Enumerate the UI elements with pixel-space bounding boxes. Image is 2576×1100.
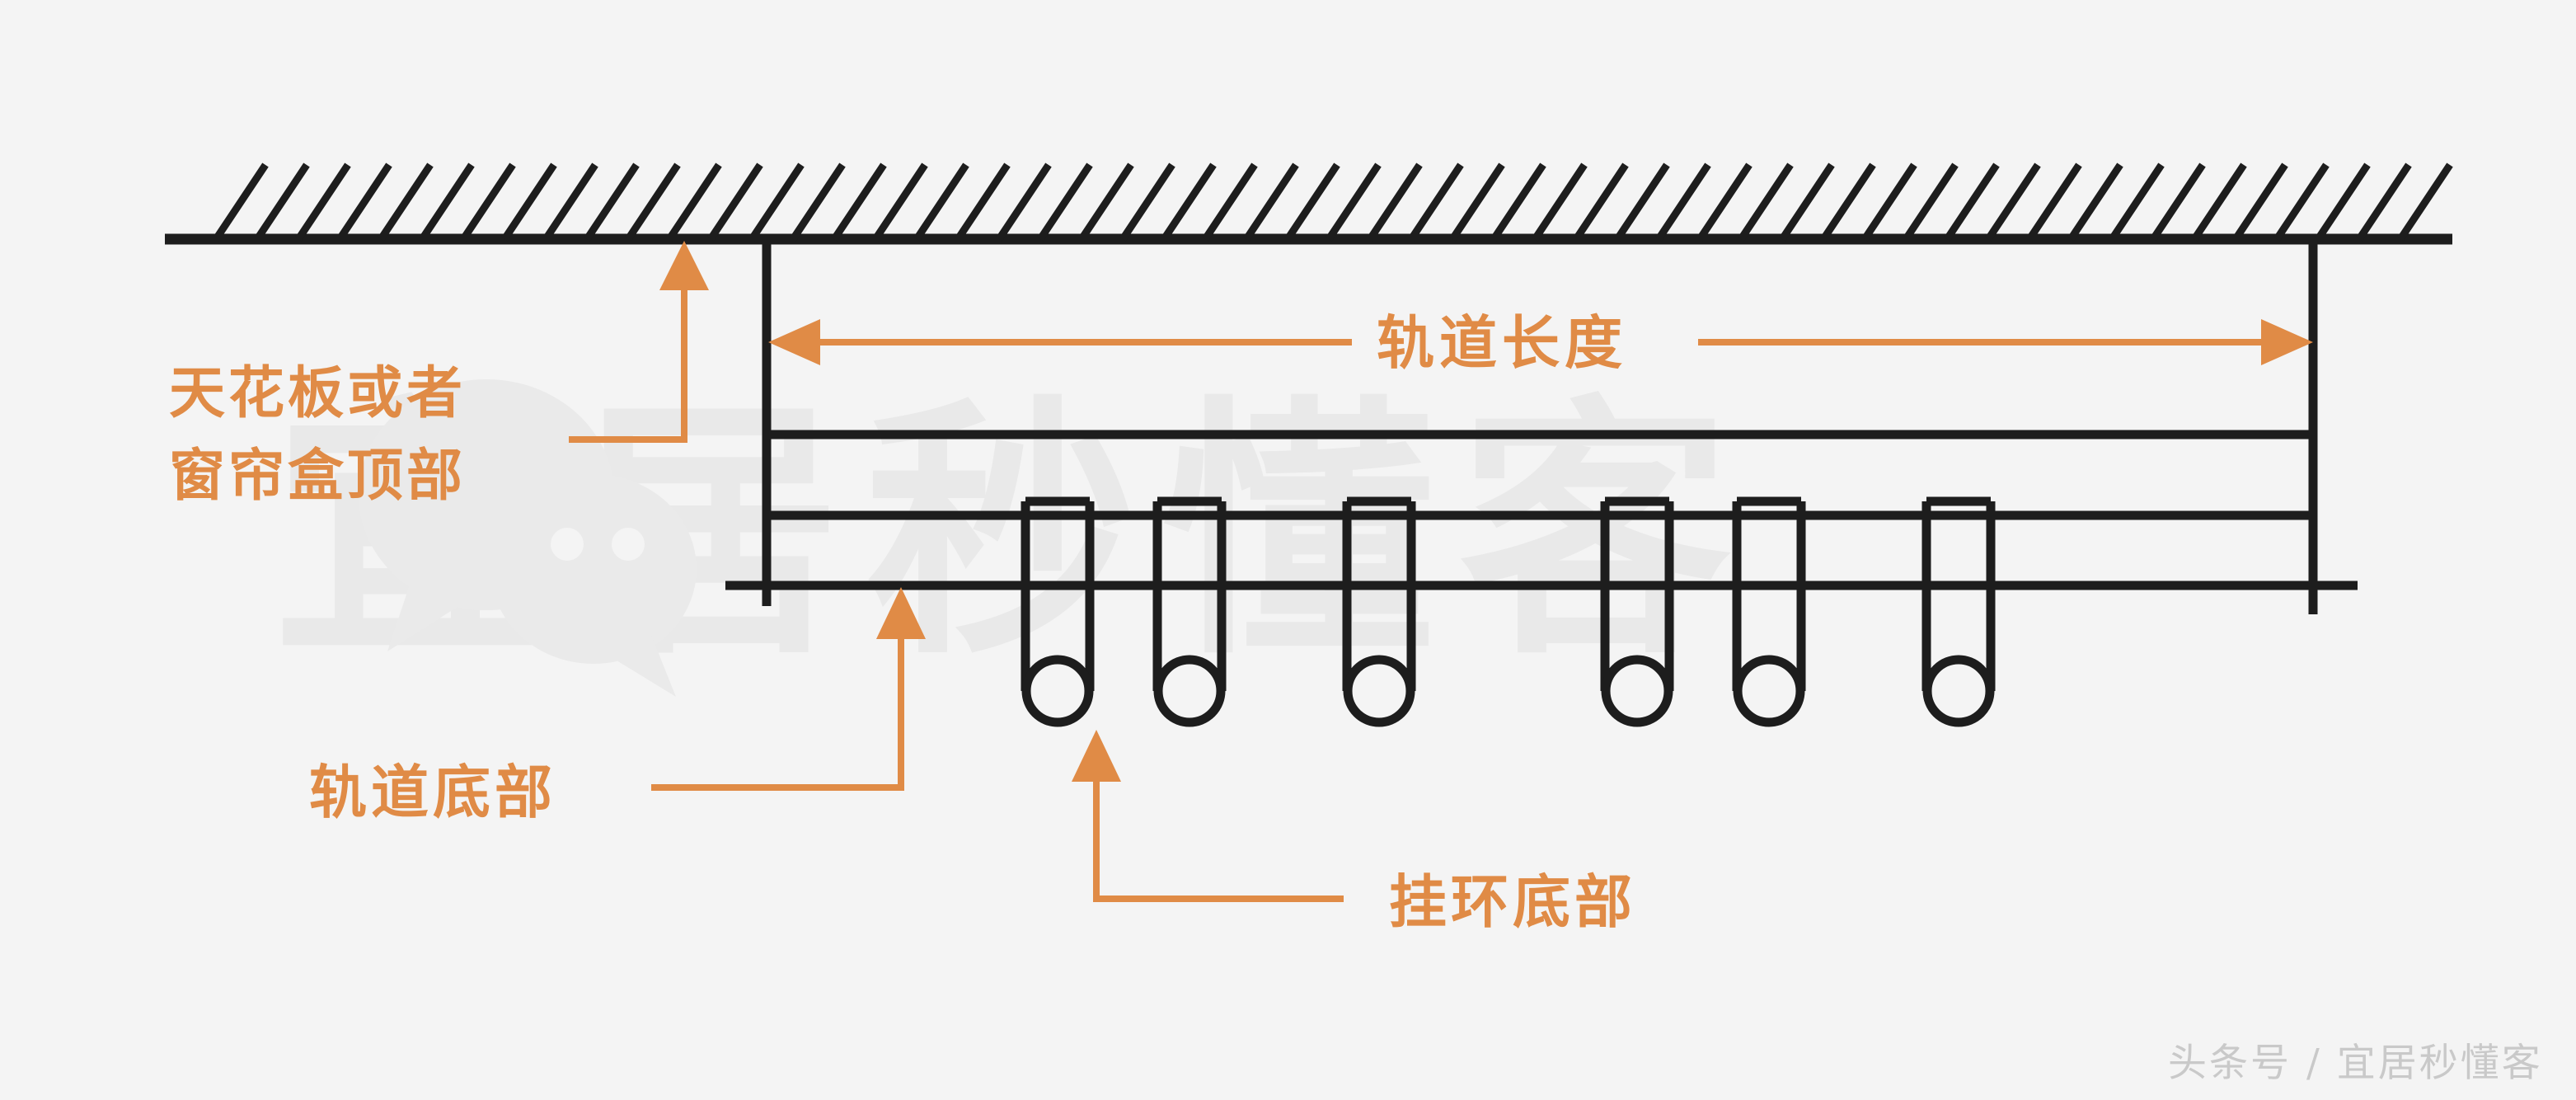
curtain-hooks-group [1021, 496, 1996, 727]
hook-5 [1732, 496, 1806, 727]
annotation-track-bottom: 轨道底部 [309, 587, 926, 826]
annotation-ceiling: 天花板或者 窗帘盒顶部 [169, 241, 709, 509]
track-length-label-backing [1352, 297, 1698, 388]
hook-1 [1021, 496, 1095, 727]
hook-6 [1921, 496, 1996, 727]
ceiling-arrowhead [659, 241, 709, 290]
credit-text: 头条号 / 宜居秒懂客 [2168, 1041, 2543, 1086]
track-length-label: 轨道长度 [1377, 309, 1627, 377]
track-bottom-label: 轨道底部 [309, 759, 556, 826]
ceiling-label-line2: 窗帘盒顶部 [169, 444, 466, 509]
annotation-ring-bottom: 挂环底部 [1072, 730, 1636, 936]
ring-bottom-leader-line [1093, 759, 1344, 902]
ceiling-hatching [165, 162, 2453, 245]
track-length-arrow-left [768, 319, 820, 365]
track-length-arrow-right [2261, 319, 2313, 365]
watermark-layer: 宜居秒懂客 [272, 374, 1731, 697]
ceiling-leader-line [569, 264, 687, 443]
wechat-bubbles-logo [359, 379, 697, 697]
hook-3 [1342, 496, 1416, 727]
curtain-track-rail [725, 241, 2358, 614]
annotation-track-length: 轨道长度 [768, 297, 2313, 388]
ring-bottom-arrowhead [1072, 730, 1121, 782]
track-bottom-leader-line [651, 614, 904, 791]
hook-4 [1600, 496, 1674, 727]
ceiling-label-line1: 天花板或者 [169, 361, 466, 426]
track-bottom-arrowhead [876, 587, 926, 639]
hook-2 [1152, 496, 1227, 727]
ring-bottom-label: 挂环底部 [1389, 868, 1636, 936]
